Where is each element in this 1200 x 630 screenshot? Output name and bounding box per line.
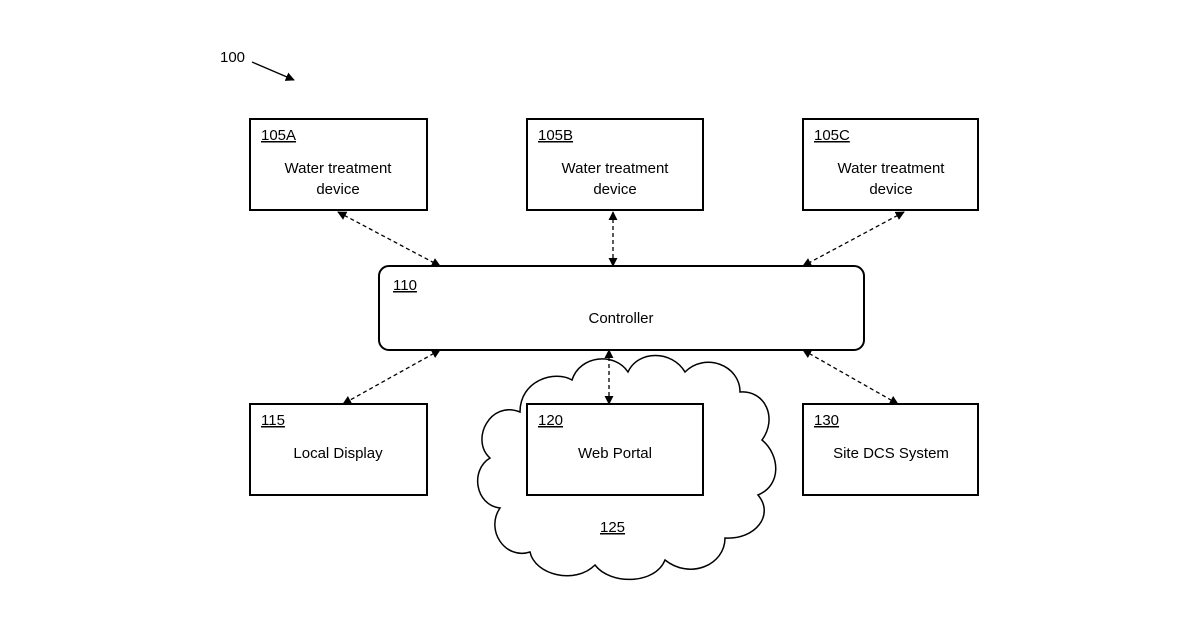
- device-105b-ref: 105B: [538, 127, 573, 144]
- device-box-105c: 105C Water treatment device: [803, 119, 978, 210]
- figure-pointer-arrow: [252, 62, 294, 80]
- site-dcs-ref: 130: [814, 412, 839, 429]
- connector-controller-130: [803, 350, 898, 404]
- local-display-ref: 115: [261, 412, 285, 429]
- web-portal-label: Web Portal: [578, 445, 652, 462]
- controller-label: Controller: [588, 310, 653, 327]
- device-105a-ref: 105A: [261, 127, 296, 144]
- local-display-label: Local Display: [293, 445, 383, 462]
- web-portal-box: 120 Web Portal: [527, 404, 703, 495]
- connector-controller-115: [343, 350, 440, 404]
- controller-box: 110 Controller: [379, 266, 864, 350]
- figure-number: 100: [220, 49, 245, 66]
- device-105c-ref: 105C: [814, 127, 850, 144]
- device-box-105a: 105A Water treatment device: [250, 119, 427, 210]
- device-105a-label-line1: Water treatment: [285, 160, 393, 177]
- device-105b-label-line2: device: [593, 181, 636, 198]
- connector-105a-controller: [338, 212, 440, 266]
- device-105b-label-line1: Water treatment: [562, 160, 670, 177]
- device-105c-label-line1: Water treatment: [838, 160, 946, 177]
- connector-105c-controller: [803, 212, 904, 266]
- device-105a-label-line2: device: [316, 181, 359, 198]
- local-display-box: 115 Local Display: [250, 404, 427, 495]
- controller-ref: 110: [393, 277, 417, 294]
- site-dcs-label: Site DCS System: [833, 445, 949, 462]
- web-portal-ref: 120: [538, 412, 563, 429]
- cloud-ref: 125: [600, 519, 625, 536]
- site-dcs-box: 130 Site DCS System: [803, 404, 978, 495]
- device-105c-label-line2: device: [869, 181, 912, 198]
- device-box-105b: 105B Water treatment device: [527, 119, 703, 210]
